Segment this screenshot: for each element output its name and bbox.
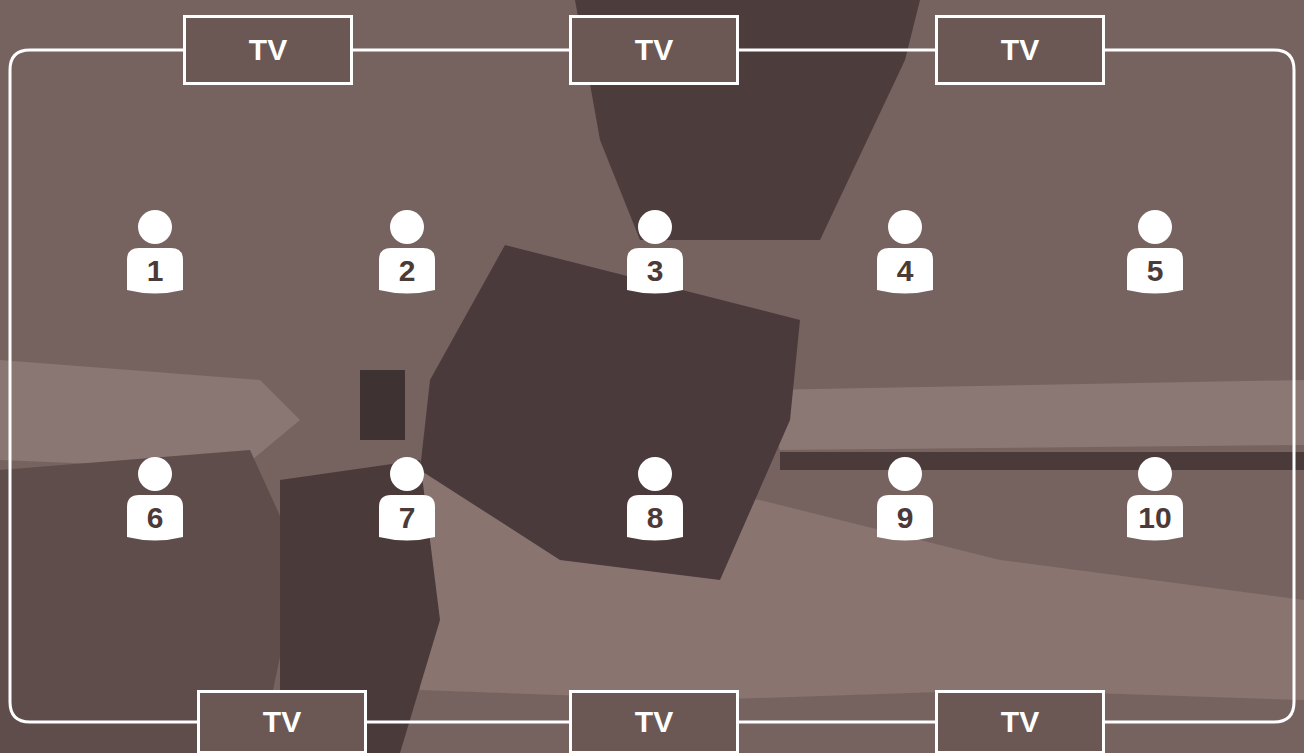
callout-number: 2 [376, 251, 438, 291]
person-head [1138, 457, 1172, 491]
callout-number: 4 [874, 251, 936, 291]
person-icon: 9 [874, 457, 936, 542]
tv-label: TV [263, 705, 301, 739]
callout-number: 1 [124, 251, 186, 291]
person-head [888, 210, 922, 244]
shorts [420, 245, 800, 580]
machine-bar [0, 360, 300, 470]
callout-number: 8 [624, 498, 686, 538]
person-icon: 6 [124, 457, 186, 542]
border-wire [1105, 50, 1294, 722]
person-head [138, 457, 172, 491]
callout-number: 10 [1124, 498, 1186, 538]
border-wire [739, 49, 935, 52]
tv-box: TV [197, 690, 367, 753]
handle [360, 370, 405, 440]
tv-box: TV [569, 15, 739, 85]
person-icon: 10 [1124, 457, 1186, 542]
border-wire [739, 721, 935, 724]
border-wire [367, 721, 569, 724]
floor-line [780, 452, 1304, 470]
callout-number: 7 [376, 498, 438, 538]
border-wire [10, 50, 197, 722]
person-head [888, 457, 922, 491]
tv-box: TV [569, 690, 739, 753]
person-head [390, 457, 424, 491]
border-wire [353, 49, 569, 52]
person-icon: 7 [376, 457, 438, 542]
person-head [638, 457, 672, 491]
person-head [638, 210, 672, 244]
person-head [390, 210, 424, 244]
tv-label: TV [635, 33, 673, 67]
tv-box: TV [935, 690, 1105, 753]
callout-number: 6 [124, 498, 186, 538]
tv-label: TV [1001, 33, 1039, 67]
callout-number: 5 [1124, 251, 1186, 291]
tv-label: TV [249, 33, 287, 67]
person-icon: 1 [124, 210, 186, 295]
tv-label: TV [635, 705, 673, 739]
tv-box: TV [935, 15, 1105, 85]
tv-box: TV [183, 15, 353, 85]
floor-band [760, 380, 1304, 450]
callout-number: 3 [624, 251, 686, 291]
person-icon: 3 [624, 210, 686, 295]
person-icon: 5 [1124, 210, 1186, 295]
person-icon: 2 [376, 210, 438, 295]
callout-number: 9 [874, 498, 936, 538]
person-icon: 8 [624, 457, 686, 542]
person-head [138, 210, 172, 244]
person-icon: 4 [874, 210, 936, 295]
person-head [1138, 210, 1172, 244]
tv-label: TV [1001, 705, 1039, 739]
